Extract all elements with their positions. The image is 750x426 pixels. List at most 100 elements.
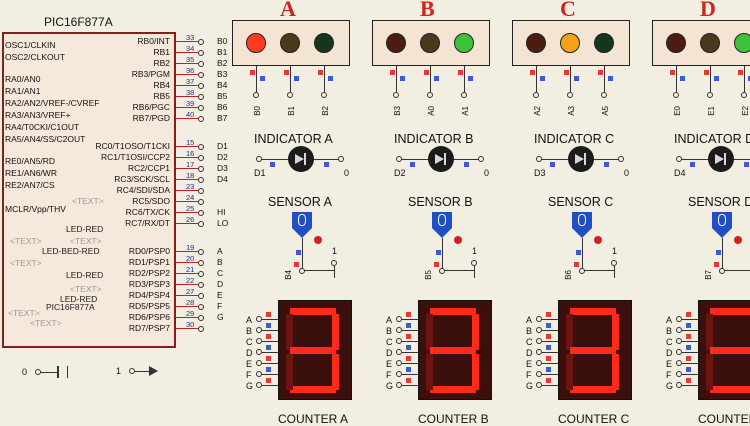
sensor-body-d[interactable]: [712, 212, 732, 228]
chip-pin-wire[interactable]: [176, 290, 204, 301]
pin-terminal-icon: [198, 220, 204, 227]
pin-terminal-icon[interactable]: [676, 382, 682, 388]
pin-terminal-icon[interactable]: [396, 360, 402, 366]
pin-terminal-icon[interactable]: [471, 260, 477, 266]
pin-terminal-icon[interactable]: [439, 268, 445, 274]
pin-terminal-icon[interactable]: [299, 268, 305, 274]
pin-terminal-icon[interactable]: [536, 316, 542, 322]
pin-terminal-icon[interactable]: [676, 338, 682, 344]
pin-terminal-icon[interactable]: [676, 371, 682, 377]
pin-terminal-icon[interactable]: [256, 338, 262, 344]
pin-terminal-icon[interactable]: [536, 360, 542, 366]
sensor-body-b[interactable]: [432, 212, 452, 228]
pin-terminal-icon[interactable]: [478, 156, 484, 162]
pin-terminal-icon[interactable]: [676, 349, 682, 355]
pin-terminal-icon[interactable]: [533, 92, 539, 98]
led-d-2[interactable]: [700, 33, 720, 53]
pin-terminal-icon[interactable]: [536, 338, 542, 344]
chip-pin-wire[interactable]: [176, 218, 204, 229]
pin-terminal-icon[interactable]: [253, 92, 259, 98]
pin-terminal-icon[interactable]: [611, 260, 617, 266]
chip-pin-wire[interactable]: [176, 279, 204, 290]
pin-terminal-icon[interactable]: [396, 382, 402, 388]
led-c-1[interactable]: [526, 33, 546, 53]
pin-terminal-icon[interactable]: [673, 92, 679, 98]
power-low-symbol[interactable]: 0: [22, 366, 69, 378]
counter-label: COUNTER D: [698, 412, 750, 426]
led-c-3[interactable]: [594, 33, 614, 53]
pin-terminal-icon[interactable]: [321, 92, 327, 98]
pin-terminal-icon[interactable]: [331, 260, 337, 266]
chip-pin-wire[interactable]: [176, 58, 204, 69]
pin-terminal-icon[interactable]: [676, 327, 682, 333]
pin-terminal-icon[interactable]: [536, 382, 542, 388]
led-d-1[interactable]: [666, 33, 686, 53]
pin-terminal-icon[interactable]: [396, 338, 402, 344]
chip-pin-wire[interactable]: [176, 246, 204, 257]
pin-terminal-icon[interactable]: [676, 156, 682, 162]
chip-pin-wire[interactable]: [176, 163, 204, 174]
chip-pin-wire[interactable]: [176, 47, 204, 58]
pin-terminal-icon[interactable]: [536, 327, 542, 333]
pin-terminal-icon[interactable]: [536, 156, 542, 162]
led-c-2[interactable]: [560, 33, 580, 53]
led-d-3[interactable]: [734, 33, 750, 53]
led-b-2[interactable]: [420, 33, 440, 53]
pin-terminal-icon[interactable]: [256, 371, 262, 377]
chip-pin-wire[interactable]: [176, 80, 204, 91]
pin-terminal-icon[interactable]: [396, 371, 402, 377]
chip-pin-wire[interactable]: [176, 141, 204, 152]
pin-terminal-icon[interactable]: [567, 92, 573, 98]
chip-pin-wire[interactable]: [176, 323, 204, 334]
pin-terminal-icon[interactable]: [719, 268, 725, 274]
chip-pin-wire[interactable]: [176, 174, 204, 185]
led-a-3[interactable]: [314, 33, 334, 53]
chip-pin-wire[interactable]: [176, 268, 204, 279]
pin-terminal-icon[interactable]: [287, 92, 293, 98]
pin-terminal-icon[interactable]: [393, 92, 399, 98]
pin-terminal-icon[interactable]: [256, 327, 262, 333]
chip-pin-wire[interactable]: [176, 113, 204, 124]
pin-terminal-icon[interactable]: [536, 371, 542, 377]
pin-terminal-icon[interactable]: [396, 156, 402, 162]
power-high-symbol[interactable]: 1: [116, 366, 159, 376]
sensor-body-c[interactable]: [572, 212, 592, 228]
pin-terminal-icon[interactable]: [256, 349, 262, 355]
chip-pin-wire[interactable]: [176, 36, 204, 47]
chip-pin-wire[interactable]: [176, 312, 204, 323]
pin-terminal-icon[interactable]: [536, 349, 542, 355]
chip-pin-wire[interactable]: [176, 185, 204, 196]
led-a-2[interactable]: [280, 33, 300, 53]
chip-pin-number: 29: [186, 309, 195, 318]
pin-terminal-icon[interactable]: [427, 92, 433, 98]
led-a-1[interactable]: [246, 33, 266, 53]
chip-pin-wire[interactable]: [176, 91, 204, 102]
pin-terminal-icon[interactable]: [396, 327, 402, 333]
pin-terminal-icon[interactable]: [396, 349, 402, 355]
pin-terminal-icon[interactable]: [396, 316, 402, 322]
chip-pin-wire[interactable]: [176, 152, 204, 163]
chip-pin-wire[interactable]: [176, 207, 204, 218]
pin-terminal-icon[interactable]: [461, 92, 467, 98]
pin-terminal-icon[interactable]: [256, 382, 262, 388]
pin-terminal-icon[interactable]: [741, 92, 747, 98]
pin-terminal-icon[interactable]: [601, 92, 607, 98]
pic-chip[interactable]: [2, 32, 176, 348]
chip-pin-wire[interactable]: [176, 196, 204, 207]
led-b-1[interactable]: [386, 33, 406, 53]
pin-terminal-icon[interactable]: [256, 316, 262, 322]
chip-pin-wire[interactable]: [176, 257, 204, 268]
pin-terminal-icon[interactable]: [579, 268, 585, 274]
chip-pin-wire[interactable]: [176, 102, 204, 113]
pin-terminal-icon[interactable]: [256, 360, 262, 366]
pin-terminal-icon[interactable]: [338, 156, 344, 162]
pin-terminal-icon[interactable]: [676, 316, 682, 322]
chip-pin-wire[interactable]: [176, 301, 204, 312]
pin-terminal-icon[interactable]: [676, 360, 682, 366]
pin-terminal-icon[interactable]: [707, 92, 713, 98]
sensor-body-a[interactable]: [292, 212, 312, 228]
chip-pin-wire[interactable]: [176, 69, 204, 80]
pin-terminal-icon[interactable]: [256, 156, 262, 162]
led-b-3[interactable]: [454, 33, 474, 53]
pin-terminal-icon[interactable]: [618, 156, 624, 162]
